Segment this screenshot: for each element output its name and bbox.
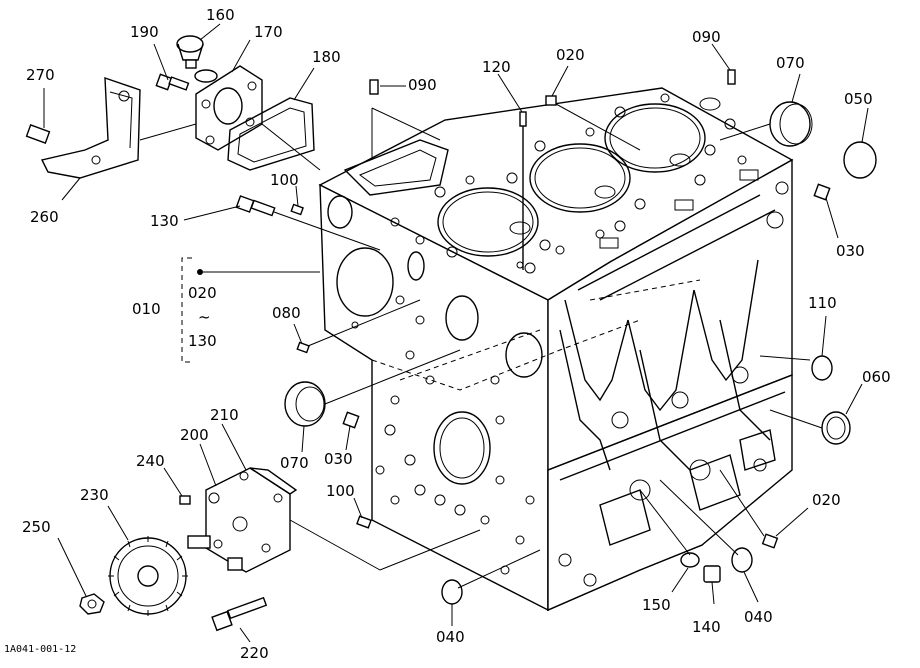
callout-270: 270 [26,66,55,84]
callout-180: 180 [312,48,341,66]
callout-030-bottom: 030 [324,450,353,468]
range-end: 130 [188,332,217,350]
plug-part [176,35,204,69]
range-start: 020 [188,284,217,302]
bolt-part-220 [211,596,268,632]
callout-160: 160 [206,6,235,24]
oil-pump [187,467,298,573]
callout-070-bottom: 070 [280,454,309,472]
callout-040-right: 040 [744,608,773,626]
cover-part [194,65,263,151]
callout-080: 080 [272,304,301,322]
drawing-reference-code: 1A041-001-12 [4,644,76,655]
callout-040-left: 040 [436,628,465,646]
gasket-part [227,97,315,171]
callout-050: 050 [844,90,873,108]
callout-110: 110 [808,294,837,312]
callout-labels: 270 190 160 170 180 260 100 130 090 120 … [4,6,891,662]
callout-150: 150 [642,596,671,614]
bracket-part [25,77,141,179]
stud-part-130 [235,195,276,217]
callout-190: 190 [130,23,159,41]
range-mark: ~ [198,308,211,326]
callout-060: 060 [862,368,891,386]
callout-140: 140 [692,618,721,636]
callout-070-top: 070 [776,54,805,72]
callout-220: 220 [240,644,269,662]
callout-010: 010 [132,300,161,318]
gear-230 [108,536,188,616]
callout-090-left: 090 [408,76,437,94]
callout-120: 120 [482,58,511,76]
callout-020-bottom: 020 [812,491,841,509]
callout-230: 230 [80,486,109,504]
callout-240: 240 [136,452,165,470]
callout-100-top: 100 [270,171,299,189]
callout-090-right: 090 [692,28,721,46]
callout-030-right: 030 [836,242,865,260]
callout-250: 250 [22,518,51,536]
callout-200: 200 [180,426,209,444]
callout-170: 170 [254,23,283,41]
callout-260: 260 [30,208,59,226]
callout-130: 130 [150,212,179,230]
callout-100-bottom: 100 [326,482,355,500]
cylinder-block [318,87,794,612]
callout-210: 210 [210,406,239,424]
bolt-part-190 [155,73,190,91]
callout-020-top: 020 [556,46,585,64]
